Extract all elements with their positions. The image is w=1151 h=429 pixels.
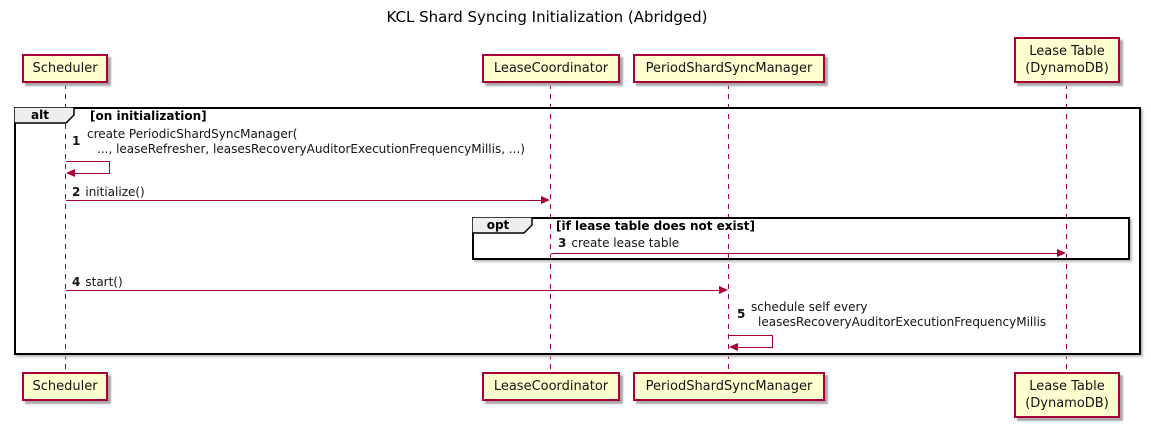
opt-frame (472, 217, 1130, 260)
opt-operator-label: opt (486, 218, 510, 232)
participant-label: LeaseCoordinator (493, 379, 609, 394)
participant-label: PeriodShardSyncManager (645, 61, 813, 76)
alt-guard-label: [on initialization] (90, 109, 207, 123)
message-1-label: create PeriodicShardSyncManager( ..., le… (87, 127, 525, 156)
message-5-line2: leasesRecoveryAuditorExecutionFrequencyM… (758, 314, 1047, 329)
participant-period-shard-sync-manager-bottom: PeriodShardSyncManager (633, 372, 825, 401)
participant-lease-coordinator-bottom: LeaseCoordinator (482, 372, 620, 401)
message-2-number: 2 (72, 185, 81, 199)
arrowhead-left-icon (66, 169, 75, 177)
message-5-number: 5 (737, 307, 746, 321)
message-1-line1: create PeriodicShardSyncManager( (87, 127, 298, 141)
participant-label: Scheduler (32, 379, 98, 394)
message-4-number: 4 (72, 275, 81, 289)
opt-guard-label: [if lease table does not exist] (556, 219, 756, 233)
opt-frame-tab (471, 216, 534, 238)
participant-period-shard-sync-manager-top: PeriodShardSyncManager (633, 54, 825, 83)
message-1-number: 1 (72, 134, 81, 148)
participant-sublabel: (DynamoDB) (1025, 396, 1109, 411)
message-3-number: 3 (558, 236, 567, 250)
participant-lease-coordinator-top: LeaseCoordinator (482, 54, 620, 83)
arrowhead-right-icon (719, 286, 728, 294)
lifeline-scheduler (65, 84, 66, 372)
participant-lease-table-top: Lease Table (DynamoDB) (1014, 37, 1120, 83)
participant-lease-table-bottom: Lease Table (DynamoDB) (1014, 372, 1120, 418)
message-1-line2: ..., leaseRefresher, leasesRecoveryAudit… (97, 141, 525, 156)
participant-sublabel: (DynamoDB) (1025, 61, 1109, 76)
message-4-text: start() (85, 275, 123, 289)
message-4-label: 4 start() (72, 275, 123, 289)
lifeline-lease-table (1066, 84, 1067, 372)
alt-frame-tab (13, 106, 76, 128)
alt-operator-label: alt (31, 108, 49, 122)
participant-label: Lease Table (1029, 379, 1105, 394)
alt-frame (14, 107, 1141, 355)
diagram-title: KCL Shard Syncing Initialization (Abridg… (386, 8, 708, 26)
participant-label: Lease Table (1029, 44, 1105, 59)
message-5-line1: schedule self every (751, 300, 868, 314)
message-3-label: 3 create lease table (558, 236, 679, 250)
participant-scheduler-bottom: Scheduler (22, 372, 108, 401)
arrowhead-right-icon (1057, 249, 1066, 257)
message-2-label: 2 initialize() (72, 185, 145, 199)
arrowhead-right-icon (541, 196, 550, 204)
participant-scheduler-top: Scheduler (22, 54, 108, 83)
message-5-label: schedule self every leasesRecoveryAudito… (751, 300, 1046, 329)
lifeline-lease-coordinator (550, 84, 551, 372)
participant-label: LeaseCoordinator (493, 61, 609, 76)
lifeline-period-shard-sync-manager (728, 84, 729, 372)
participant-label: Scheduler (32, 61, 98, 76)
participant-label: PeriodShardSyncManager (645, 379, 813, 394)
arrowhead-left-icon (729, 343, 738, 351)
message-3-text: create lease table (571, 236, 680, 250)
message-2-text: initialize() (85, 185, 145, 199)
